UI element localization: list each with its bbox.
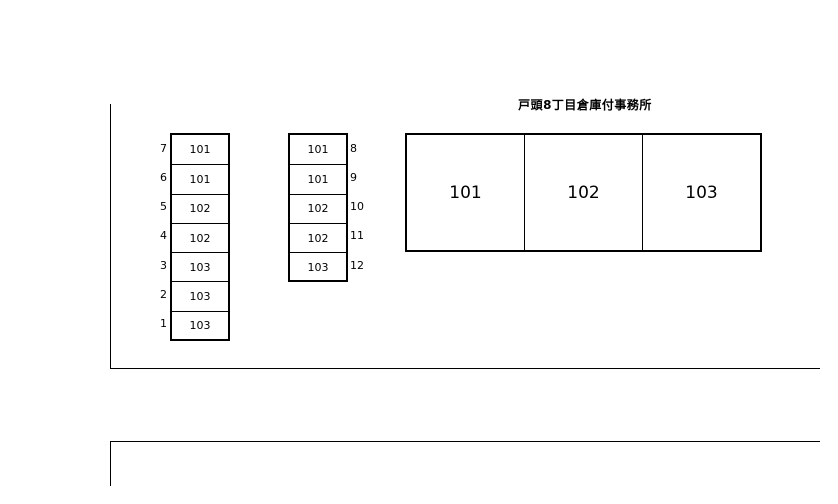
parking-slot: 101 — [189, 143, 211, 157]
parking-slot: 103 — [172, 310, 228, 340]
parking-slot-number: 8 — [350, 142, 357, 155]
parking-slot-number: 1 — [160, 317, 167, 330]
building-unit: 103 — [642, 135, 760, 250]
parking-slot-number: 10 — [350, 200, 364, 213]
site-boundary-bottom-line — [110, 368, 820, 369]
road-boundary-left-line — [110, 441, 111, 486]
parking-slot-number: 6 — [160, 171, 167, 184]
parking-slot: 101 — [290, 164, 346, 193]
parking-slot-number: 2 — [160, 288, 167, 301]
parking-slot: 101 — [307, 143, 329, 157]
building-title: 戸頭8丁目倉庫付事務所 — [518, 98, 652, 112]
parking-slot-number: 7 — [160, 142, 167, 155]
parking-slot-number: 4 — [160, 229, 167, 242]
building-outline: 101 102 103 — [405, 133, 762, 252]
parking-slot: 103 — [290, 252, 346, 281]
parking-slot: 102 — [172, 193, 228, 223]
parking-slot: 101 — [172, 164, 228, 193]
parking-stack-left: 101 101 102 102 103 103 103 — [170, 133, 230, 341]
building-unit: 101 — [449, 182, 482, 203]
parking-slot-number: 5 — [160, 200, 167, 213]
parking-slot-number: 12 — [350, 259, 364, 272]
parking-slot: 102 — [172, 222, 228, 252]
parking-slot: 103 — [172, 281, 228, 310]
building-unit: 102 — [524, 135, 642, 250]
parking-slot: 103 — [172, 252, 228, 281]
parking-slot: 102 — [290, 193, 346, 223]
parking-slot-number: 9 — [350, 171, 357, 184]
parking-slot: 102 — [290, 222, 346, 252]
road-boundary-top-line — [110, 441, 820, 442]
parking-stack-right: 101 101 102 102 103 — [288, 133, 348, 282]
site-boundary-left-line — [110, 104, 111, 369]
parking-slot-number: 11 — [350, 229, 364, 242]
parking-slot-number: 3 — [160, 259, 167, 272]
